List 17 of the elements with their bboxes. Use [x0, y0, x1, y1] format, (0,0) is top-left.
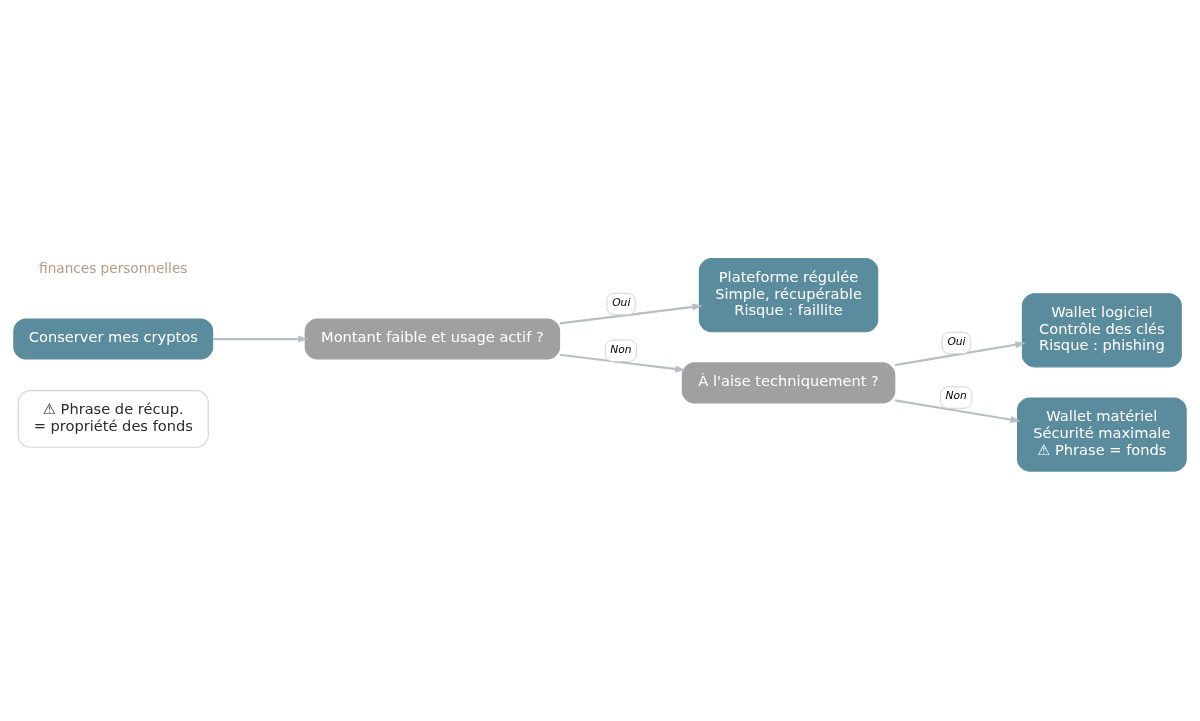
- node-box: ⚠ Phrase de récup. = propriété des fonds: [17, 390, 209, 448]
- edge-label: Non: [945, 389, 967, 403]
- label: finances personnelles: [39, 259, 188, 276]
- arrow: [559, 353, 686, 373]
- node-box: Conserver mes cryptos: [13, 318, 214, 360]
- node-box: À l'aise techniquement ?: [681, 362, 896, 404]
- node-box: Wallet logiciel Contrôle des clés Risque : phishing: [1021, 293, 1182, 368]
- edge-label: Oui: [612, 295, 631, 309]
- arrow: [212, 335, 309, 343]
- node-box: Montant faible et usage actif ?: [304, 318, 561, 360]
- arrow: [559, 303, 703, 325]
- node-box: Wallet matériel Sécurité maximale ⚠ Phrase = fonds: [1016, 397, 1187, 472]
- node-box: Plateforme régulée Simple, récupérable Risque : faillite: [698, 258, 879, 333]
- arrow: [894, 341, 1026, 367]
- edge-label: Non: [610, 342, 632, 356]
- arrow: [894, 399, 1021, 424]
- edge-label: Oui: [947, 334, 966, 348]
